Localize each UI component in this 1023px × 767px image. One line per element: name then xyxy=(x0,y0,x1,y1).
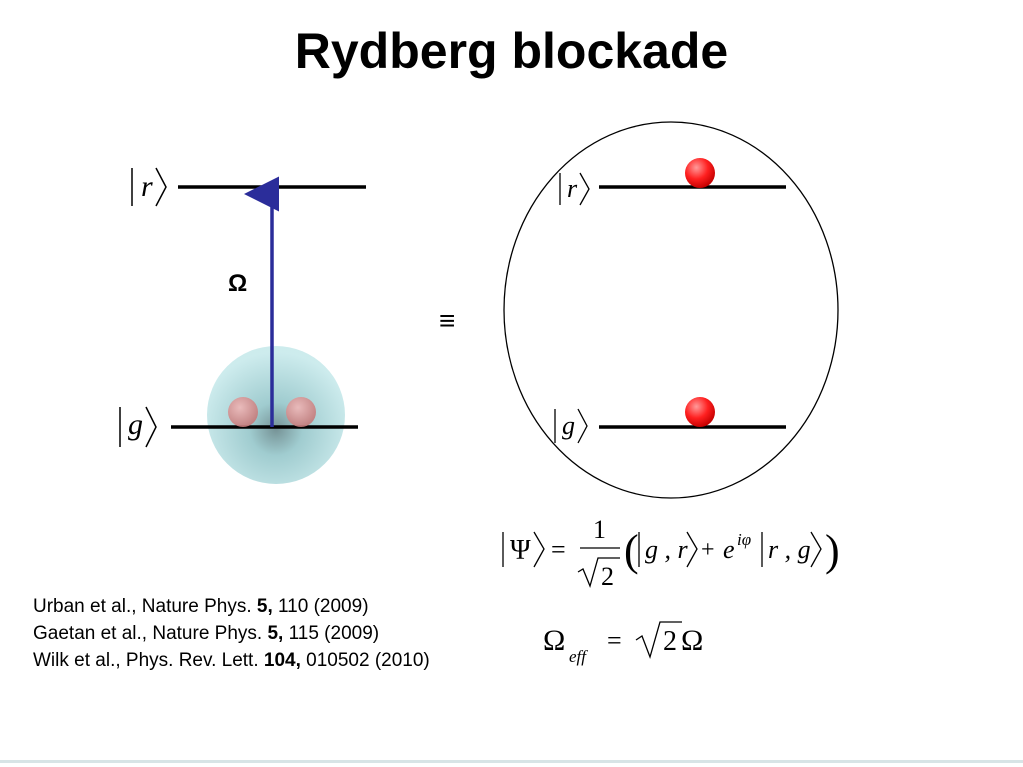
phase-base: e xyxy=(723,535,735,564)
plus-sign: + xyxy=(701,537,715,563)
left-atom-1 xyxy=(228,397,258,427)
sqrt-sign xyxy=(577,557,620,588)
left-paren: ( xyxy=(624,526,639,575)
left-ket-g: g xyxy=(119,406,157,448)
eff-sqrt-sign xyxy=(635,621,682,660)
reference-authors: Gaetan et al., Nature Phys. xyxy=(33,623,268,644)
eff-radicand: 2 xyxy=(663,626,677,657)
reference-volume: 104, xyxy=(263,650,301,671)
reference-rest: 010502 (2010) xyxy=(300,650,430,671)
left-ket-r-label: r xyxy=(141,170,153,203)
right-level-diagram: r g xyxy=(503,121,839,499)
omega-eff-symbol: Ω xyxy=(543,624,565,657)
reference-volume: 5, xyxy=(256,596,273,617)
effective-rabi-equation: Ω eff = 2 Ω xyxy=(543,621,703,666)
blockade-sphere xyxy=(207,346,345,484)
reference-rest: 110 (2009) xyxy=(272,596,369,617)
left-level-diagram: r g Ω xyxy=(119,167,366,484)
omega-eff-subscript: eff xyxy=(569,647,588,666)
left-atom-2 xyxy=(286,397,316,427)
phase-exponent: iφ xyxy=(737,530,751,549)
left-ket-r: r xyxy=(131,167,167,207)
reference-item: Wilk et al., Phys. Rev. Lett. 104, 01050… xyxy=(33,647,430,674)
eff-equals: = xyxy=(607,626,622,655)
right-ket-r-label: r xyxy=(567,174,578,203)
right-upper-atom xyxy=(685,158,715,188)
ket-rg: r , g xyxy=(768,535,811,564)
psi-symbol: Ψ xyxy=(510,535,531,566)
reference-volume: 5, xyxy=(267,623,284,644)
ket-gr: g , r xyxy=(645,535,689,564)
right-lower-atom xyxy=(685,397,715,427)
eff-omega-rhs: Ω xyxy=(681,624,703,657)
fraction-denominator: 2 xyxy=(601,562,614,591)
reference-rest: 115 (2009) xyxy=(283,623,380,644)
reference-item: Gaetan et al., Nature Phys. 5, 115 (2009… xyxy=(33,620,430,647)
right-ket-g: g xyxy=(554,408,588,444)
footer-divider xyxy=(0,760,1023,763)
right-ket-r: r xyxy=(559,172,590,206)
rabi-frequency-label: Ω xyxy=(228,270,247,297)
reference-authors: Urban et al., Nature Phys. xyxy=(33,596,257,617)
right-paren: ) xyxy=(825,526,840,575)
slide-title: Rydberg blockade xyxy=(294,23,729,79)
right-ket-g-label: g xyxy=(562,411,575,440)
references-list: Urban et al., Nature Phys. 5, 110 (2009)… xyxy=(33,593,430,674)
left-ket-g-label: g xyxy=(128,408,143,441)
state-equation: Ψ = 1 2 ( g , r + e iφ r , g ) xyxy=(502,515,840,591)
reference-authors: Wilk et al., Phys. Rev. Lett. xyxy=(33,650,264,671)
equivalence-symbol: ≡ xyxy=(439,305,455,336)
fraction-numerator: 1 xyxy=(593,515,606,544)
superatom-ellipse xyxy=(503,121,839,499)
state-equals: = xyxy=(551,535,566,564)
reference-item: Urban et al., Nature Phys. 5, 110 (2009) xyxy=(33,593,430,620)
